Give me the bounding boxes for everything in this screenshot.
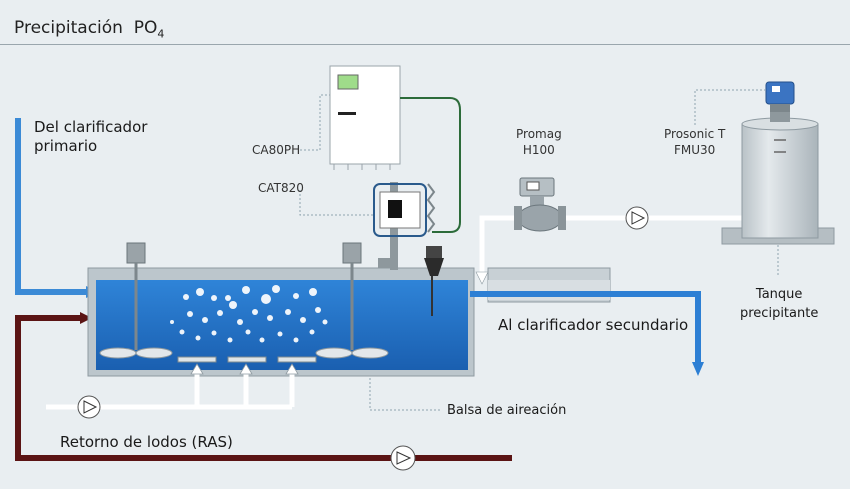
label-sludge-return: Retorno de lodos (RAS) xyxy=(60,433,233,451)
label-inlet-primary: Del clarificador primario xyxy=(34,118,148,155)
air-arrows xyxy=(190,363,299,375)
precipitant-tank xyxy=(721,110,835,245)
diffusers xyxy=(177,356,317,363)
title-divider xyxy=(0,44,850,45)
mixer-left xyxy=(99,242,173,359)
label-promag: Promag H100 xyxy=(516,127,562,157)
diagram-title: Precipitación PO4 xyxy=(14,18,165,41)
label-aeration-basin: Balsa de aireación xyxy=(447,403,567,418)
analyzer-ca80ph xyxy=(329,65,401,170)
sampler-cat820 xyxy=(373,182,444,316)
outlet-pipe xyxy=(470,291,704,376)
label-ca80ph: CA80PH xyxy=(252,143,301,157)
label-prosonic: Prosonic T FMU30 xyxy=(664,127,726,157)
flowmeter-promag xyxy=(514,177,566,232)
level-sensor-prosonic xyxy=(765,81,795,112)
label-outlet-secondary: Al clarificador secundario xyxy=(498,316,689,334)
label-tank: Tanque precipitante xyxy=(740,287,819,321)
dosing-line xyxy=(475,206,744,285)
leader-lines xyxy=(299,89,779,411)
aeration-bubbles xyxy=(170,285,328,343)
sludge-return-pipe xyxy=(15,312,512,461)
mixer-right xyxy=(315,242,389,359)
blower-pump xyxy=(77,395,101,419)
signal-cable-green xyxy=(400,97,461,233)
label-cat820: CAT820 xyxy=(258,181,304,195)
